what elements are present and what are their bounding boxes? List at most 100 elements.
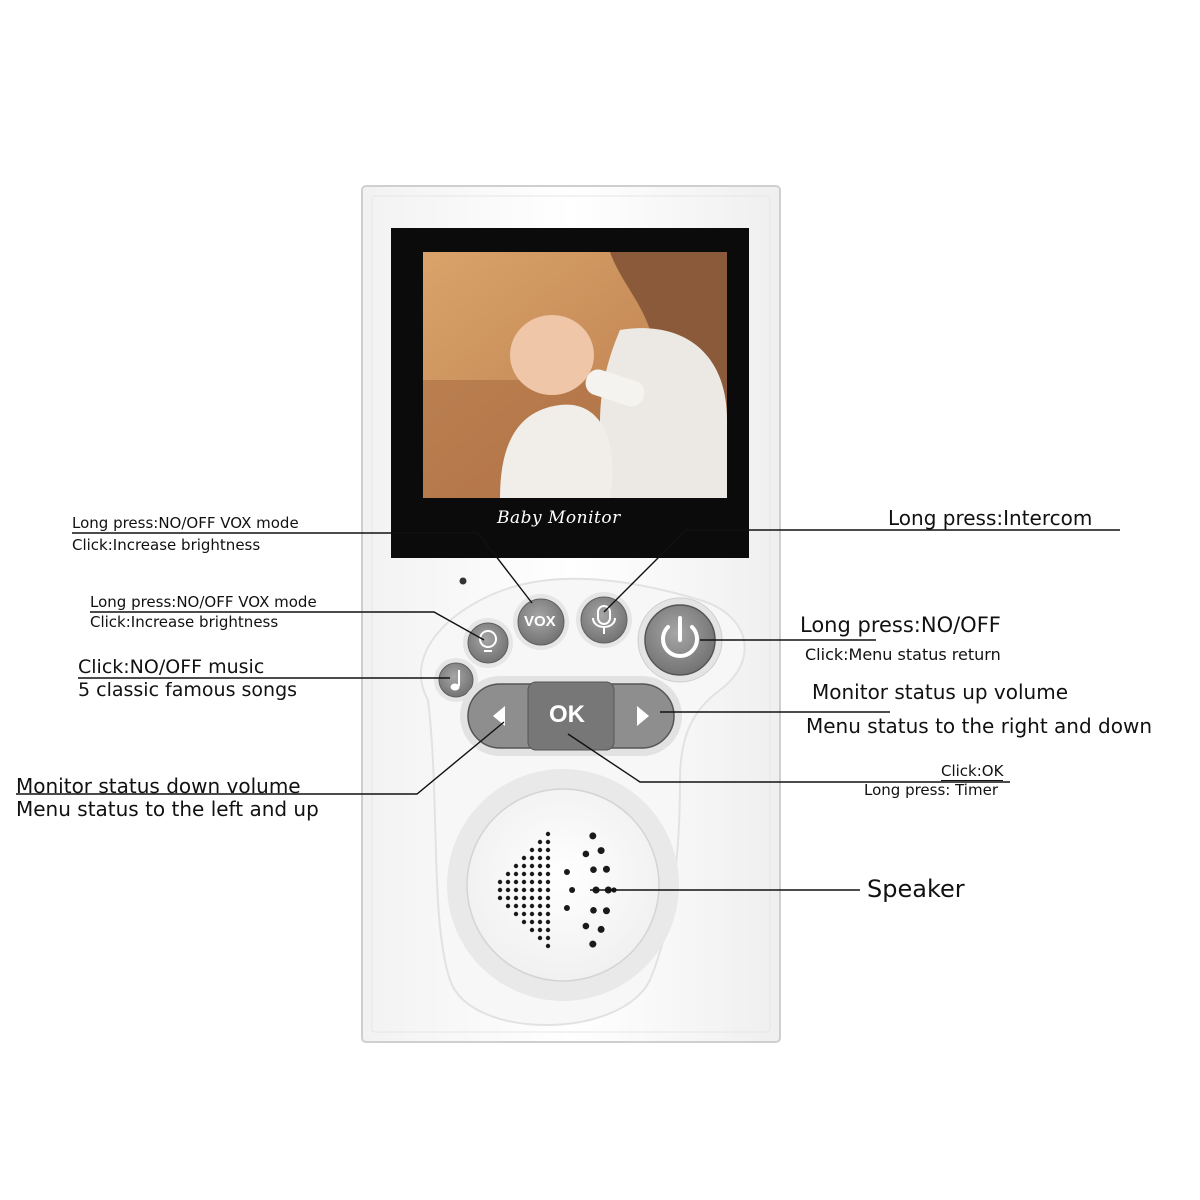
grille-dot bbox=[545, 927, 551, 933]
leader-lines bbox=[16, 529, 1120, 891]
music-note-icon bbox=[450, 670, 460, 691]
vox-button-shape bbox=[513, 594, 569, 650]
grille-dot bbox=[597, 847, 605, 855]
grille-dot bbox=[521, 911, 527, 917]
grille-dot bbox=[537, 911, 543, 917]
grille-dot bbox=[545, 903, 551, 909]
grille-dot bbox=[505, 895, 511, 901]
grille-dot bbox=[545, 943, 551, 949]
leader-ok bbox=[567, 733, 1010, 783]
grille-dot bbox=[545, 839, 551, 845]
power-icon bbox=[661, 616, 699, 659]
grille-dot bbox=[521, 919, 527, 925]
grille-dot bbox=[563, 905, 570, 912]
grille-dot bbox=[545, 895, 551, 901]
grille-dot bbox=[537, 935, 543, 941]
grille-dot bbox=[537, 927, 543, 933]
grille-dot bbox=[545, 871, 551, 877]
grille-dot bbox=[529, 847, 535, 853]
grille-dot bbox=[529, 863, 535, 869]
grille-dot bbox=[497, 895, 503, 901]
grille-dot bbox=[545, 879, 551, 885]
callout-light-line1: Long press:NO/OFF VOX mode bbox=[90, 593, 317, 611]
grille-dot bbox=[545, 919, 551, 925]
grille-dot bbox=[545, 855, 551, 861]
grille-dot bbox=[529, 911, 535, 917]
light-bulb-icon bbox=[479, 630, 497, 652]
baby-body bbox=[500, 404, 613, 498]
callout-speaker: Speaker bbox=[867, 875, 965, 903]
microphone-icon bbox=[592, 605, 616, 634]
grille-dot bbox=[513, 879, 519, 885]
callout-ok-line2: Long press: Timer bbox=[864, 781, 998, 799]
speaker-grille-icon bbox=[497, 831, 617, 949]
grille-dot bbox=[569, 887, 576, 893]
chevron-left-icon bbox=[493, 706, 505, 726]
power-button-shape bbox=[637, 597, 723, 683]
leader-left bbox=[16, 721, 505, 795]
callout-left-line2: Menu status to the left and up bbox=[16, 797, 319, 821]
callout-music-line2: 5 classic famous songs bbox=[78, 679, 298, 701]
grille-dot bbox=[582, 850, 590, 858]
grille-dot bbox=[529, 927, 535, 933]
grille-dot bbox=[529, 879, 535, 885]
grille-dot bbox=[537, 903, 543, 909]
callout-power-line1: Long press:NO/OFF bbox=[800, 613, 1001, 637]
grille-dot bbox=[545, 847, 551, 853]
nav-rocker-shape bbox=[460, 676, 682, 756]
chevron-right-icon bbox=[637, 706, 649, 726]
grille-dot bbox=[537, 863, 543, 869]
callout-power-line2: Click:Menu status return bbox=[805, 645, 1001, 664]
grille-dot bbox=[590, 866, 597, 873]
grille-dot bbox=[513, 863, 519, 869]
light-button-shape bbox=[463, 618, 513, 668]
indicator-led bbox=[459, 577, 467, 585]
grille-dot bbox=[529, 919, 535, 925]
grille-dot bbox=[537, 847, 543, 853]
music-button-shape bbox=[434, 658, 478, 702]
grille-dot bbox=[521, 903, 527, 909]
grille-dot bbox=[537, 839, 543, 845]
grille-dot bbox=[513, 871, 519, 877]
grille-dot bbox=[505, 871, 511, 877]
grille-dot bbox=[597, 925, 605, 933]
grille-dot bbox=[521, 879, 527, 885]
grille-dot bbox=[529, 895, 535, 901]
grille-dot bbox=[545, 887, 551, 893]
grille-dot bbox=[505, 887, 511, 893]
grille-dot bbox=[521, 887, 527, 893]
grille-dot bbox=[602, 907, 610, 915]
grille-dot bbox=[521, 895, 527, 901]
callout-vox-line2: Click:Increase brightness bbox=[72, 536, 261, 554]
speaker-shape bbox=[447, 769, 679, 1001]
baby-head bbox=[510, 315, 594, 395]
bottle bbox=[585, 369, 645, 407]
grille-dot bbox=[589, 832, 597, 840]
grille-dot bbox=[513, 903, 519, 909]
grille-dot bbox=[497, 887, 503, 893]
grille-dot bbox=[537, 871, 543, 877]
grille-dot bbox=[513, 895, 519, 901]
leader-light bbox=[90, 611, 485, 641]
vox-icon: VOX bbox=[524, 613, 556, 630]
grille-dot bbox=[537, 887, 543, 893]
callout-light-line2: Click:Increase brightness bbox=[90, 613, 279, 631]
grille-dot bbox=[537, 895, 543, 901]
callout-left-line1: Monitor status down volume bbox=[16, 774, 301, 798]
ok-icon: OK bbox=[549, 701, 585, 728]
grille-dot bbox=[521, 855, 527, 861]
callout-music-line1: Click:NO/OFF music bbox=[78, 656, 265, 678]
grille-dot bbox=[589, 940, 597, 948]
grille-dot bbox=[545, 935, 551, 941]
grille-dot bbox=[537, 879, 543, 885]
grille-dot bbox=[513, 911, 519, 917]
leader-vox bbox=[72, 532, 533, 604]
callout-intercom: Long press:Intercom bbox=[888, 506, 1093, 530]
grille-dot bbox=[521, 871, 527, 877]
grille-dot bbox=[529, 887, 535, 893]
grille-dot bbox=[537, 855, 543, 861]
brand-logo: Baby Monitor bbox=[497, 508, 621, 528]
grille-dot bbox=[545, 831, 551, 837]
callout-right-line2: Menu status to the right and down bbox=[806, 714, 1152, 738]
